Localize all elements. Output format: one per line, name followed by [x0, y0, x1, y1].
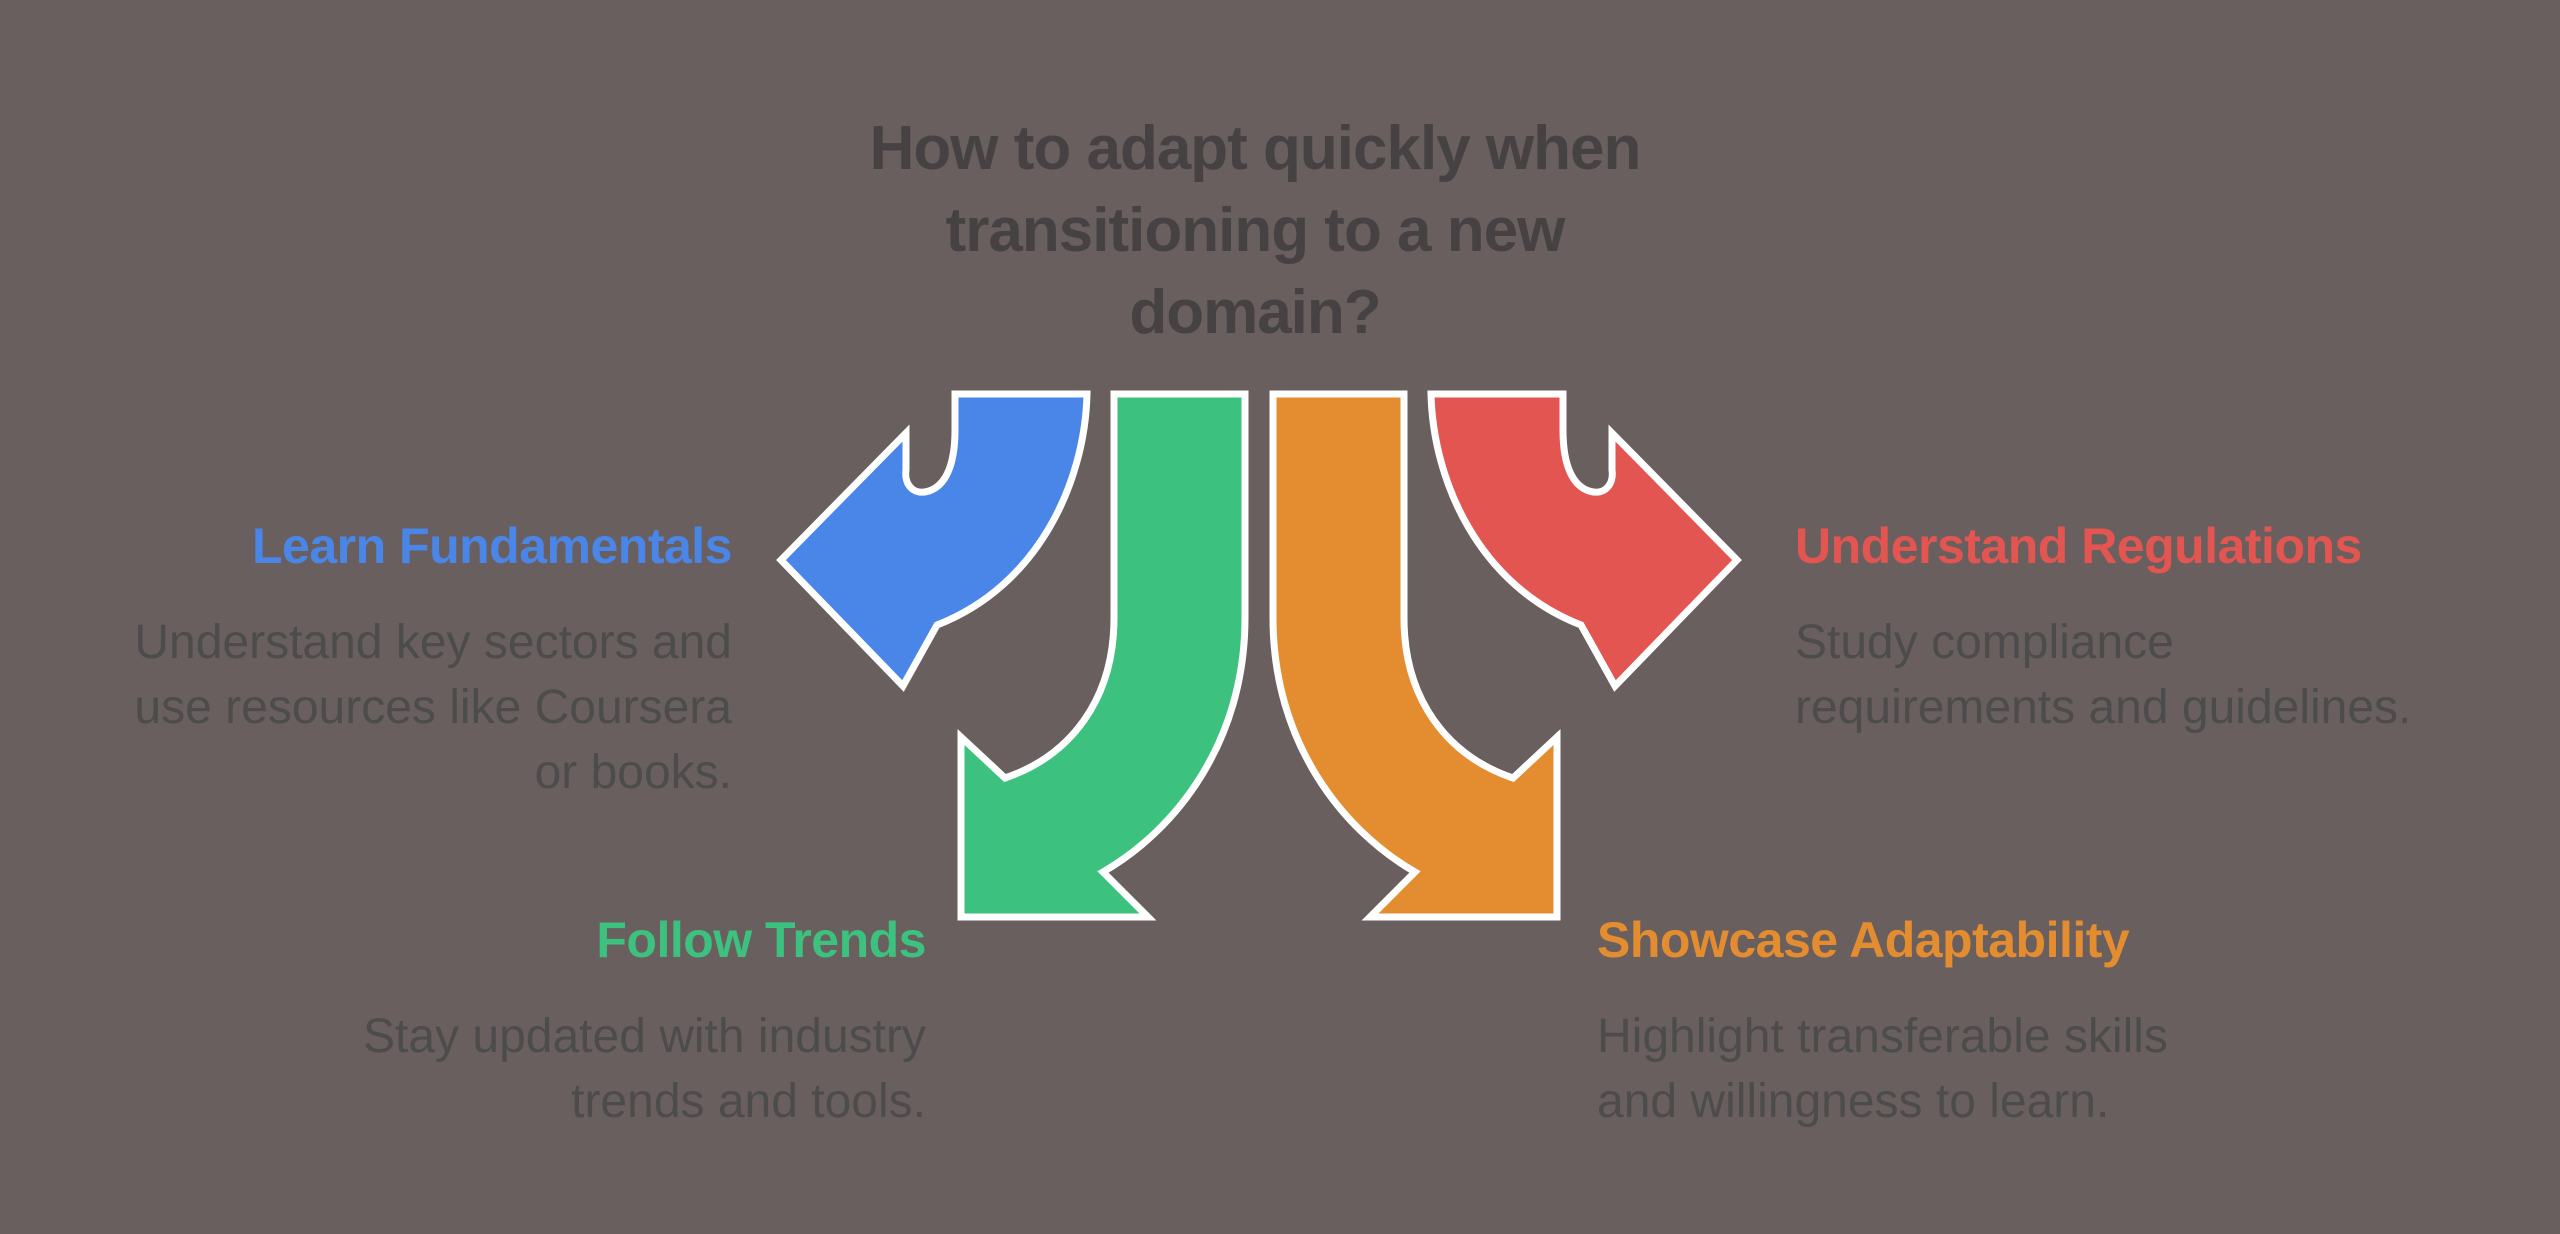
section-heading-follow-trends: Follow Trends: [596, 912, 926, 968]
section-heading-learn-fundamentals: Learn Fundamentals: [252, 518, 733, 574]
body-line: Highlight transferable skills: [1597, 1010, 2168, 1063]
section-body-showcase-adaptability: Highlight transferable skills and willin…: [1597, 1004, 2357, 1134]
section-body-follow-trends: Stay updated with industry trends and to…: [226, 1004, 926, 1134]
section-follow-trends: Follow Trends Stay updated with industry…: [226, 910, 927, 1134]
body-line: trends and tools.: [571, 1075, 926, 1128]
section-understand-regulations: Understand Regulations Study compliance …: [1795, 516, 2525, 740]
title-line: transitioning to a new: [945, 196, 1566, 265]
section-showcase-adaptability: Showcase Adaptability Highlight transfer…: [1597, 910, 2357, 1134]
body-line: Study compliance: [1795, 616, 2174, 669]
section-heading-showcase-adaptability: Showcase Adaptability: [1597, 912, 2130, 968]
section-body-understand-regulations: Study compliance requirements and guidel…: [1795, 610, 2525, 740]
curved-arrow-left-icon: [776, 390, 1091, 692]
curved-arrow-down-left-icon: [957, 390, 1249, 921]
body-line: requirements and guidelines.: [1795, 681, 2412, 734]
body-line: Understand key sectors and: [134, 616, 732, 669]
title-line: How to adapt quickly when: [869, 114, 1642, 183]
title-line: domain?: [1129, 278, 1381, 347]
body-line: and willingness to learn.: [1597, 1075, 2110, 1128]
section-learn-fundamentals: Learn Fundamentals Understand key sector…: [40, 516, 732, 805]
curved-arrow-down-right-icon: [1269, 390, 1561, 921]
body-line: use resources like Coursera: [134, 681, 732, 734]
section-heading-understand-regulations: Understand Regulations: [1795, 518, 2362, 574]
section-body-learn-fundamentals: Understand key sectors and use resources…: [40, 610, 732, 805]
body-line: or books.: [534, 746, 732, 799]
body-line: Stay updated with industry: [363, 1010, 926, 1063]
page-title: How to adapt quickly when transitioning …: [755, 108, 1755, 354]
curved-arrow-right-icon: [1427, 390, 1742, 692]
